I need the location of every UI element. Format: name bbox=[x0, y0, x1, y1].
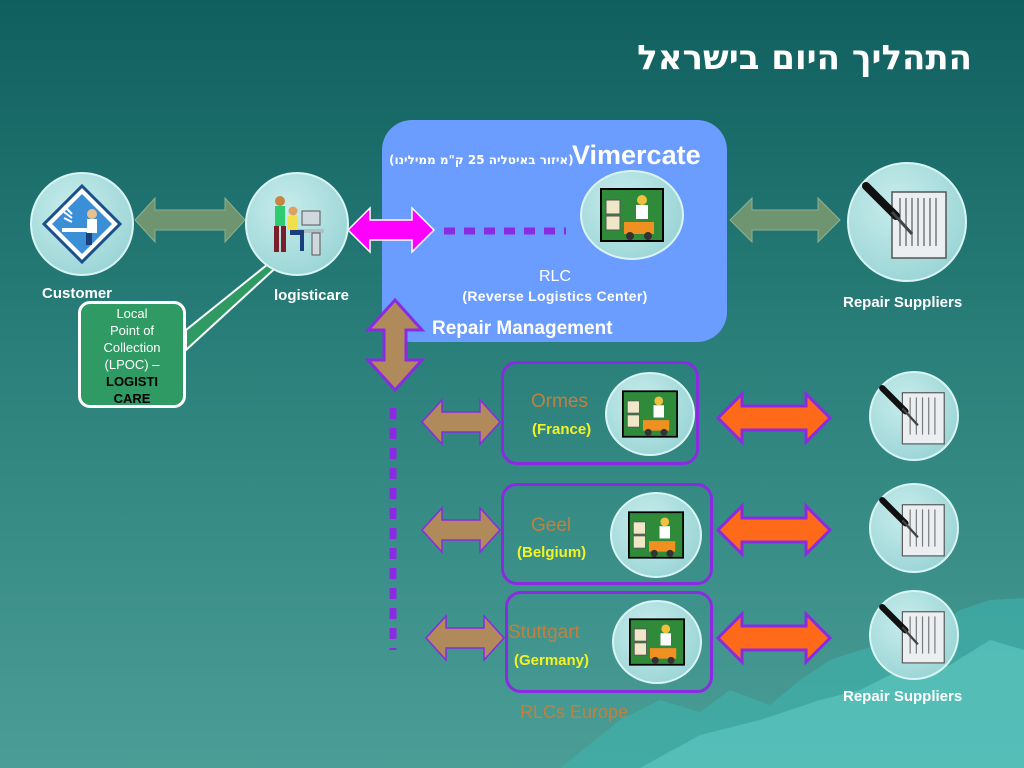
worker-icon bbox=[622, 390, 678, 438]
rlc-site-stuttgart-node bbox=[612, 600, 702, 684]
vimercate-suppliers-arrow bbox=[729, 196, 841, 244]
rlc-site-ormes-country: (France) bbox=[532, 421, 592, 438]
geel-link-arrow bbox=[420, 506, 502, 554]
customer-icon bbox=[42, 184, 122, 264]
logisticare-vimercate-arrow bbox=[346, 206, 436, 254]
rlc-site-stuttgart-city: Stuttgart bbox=[508, 622, 580, 643]
lpoc-line-6: CARE bbox=[113, 391, 151, 406]
rlc-vimercate-node bbox=[580, 170, 684, 260]
rlcs-europe-label: RLCs Europe bbox=[520, 702, 629, 722]
vimercate-subtitle: (איזור באיטליה 25 ק"מ ממילינו) bbox=[389, 153, 574, 167]
repair-suppliers-bottom-label: Repair Suppliers bbox=[843, 688, 963, 705]
lpoc-callout: Local Point of Collection (LPOC) – LOGIS… bbox=[78, 301, 186, 408]
lpoc-line-1: Local bbox=[116, 306, 148, 321]
rlc-site-ormes-city: Ormes bbox=[531, 391, 588, 412]
page-title: התהליך היום בישראל bbox=[637, 38, 972, 78]
rlc-site-ormes-node bbox=[605, 372, 695, 456]
repair-management-label: Repair Management bbox=[432, 318, 613, 339]
ormes-suppliers-arrow bbox=[715, 390, 833, 446]
repair-supplier-stuttgart-node bbox=[869, 590, 959, 680]
server-rack-icon bbox=[879, 604, 945, 664]
worker-icon bbox=[629, 618, 685, 666]
worker-icon bbox=[600, 188, 664, 242]
server-rack-icon bbox=[879, 497, 945, 557]
lpoc-line-2: Point of bbox=[109, 323, 155, 338]
logisticare-node bbox=[245, 172, 349, 276]
rlc-site-ormes-box bbox=[501, 361, 699, 465]
rlc-subtitle: (Reverse Logistics Center) bbox=[462, 288, 648, 304]
customer-logisticare-arrow bbox=[134, 196, 246, 244]
lpoc-line-4: (LPOC) – bbox=[104, 357, 160, 372]
server-rack-icon bbox=[862, 182, 947, 259]
customer-node bbox=[30, 172, 134, 276]
stuttgart-link-arrow bbox=[424, 614, 506, 662]
repair-suppliers-top-label: Repair Suppliers bbox=[843, 294, 963, 311]
office-workers-icon bbox=[274, 196, 324, 256]
repair-supplier-ormes-node bbox=[869, 371, 959, 461]
repair-supplier-geel-node bbox=[869, 483, 959, 573]
rlc-label: RLC bbox=[538, 268, 571, 285]
ormes-link-arrow bbox=[420, 398, 502, 446]
rlc-site-geel-city: Geel bbox=[531, 515, 572, 536]
rlc-site-geel-node bbox=[610, 492, 702, 578]
vimercate-title: Vimercate bbox=[572, 140, 701, 170]
geel-suppliers-arrow bbox=[715, 502, 833, 558]
vertical-brown-arrow bbox=[364, 297, 426, 393]
worker-icon bbox=[628, 511, 684, 559]
repair-suppliers-top-node bbox=[847, 162, 967, 282]
lpoc-callout-pointer bbox=[185, 254, 284, 353]
rlc-site-geel-country: (Belgium) bbox=[517, 544, 587, 561]
lpoc-line-5: LOGISTI bbox=[106, 374, 158, 389]
stuttgart-suppliers-arrow bbox=[715, 610, 833, 666]
rlc-site-geel-box bbox=[501, 483, 713, 585]
logisticare-label: logisticare bbox=[274, 287, 350, 304]
server-rack-icon bbox=[879, 385, 945, 445]
rlc-site-stuttgart-box bbox=[505, 591, 713, 693]
rlc-site-stuttgart-country: (Germany) bbox=[514, 652, 590, 669]
customer-label: Customer bbox=[42, 285, 113, 302]
lpoc-line-3: Collection bbox=[103, 340, 161, 355]
